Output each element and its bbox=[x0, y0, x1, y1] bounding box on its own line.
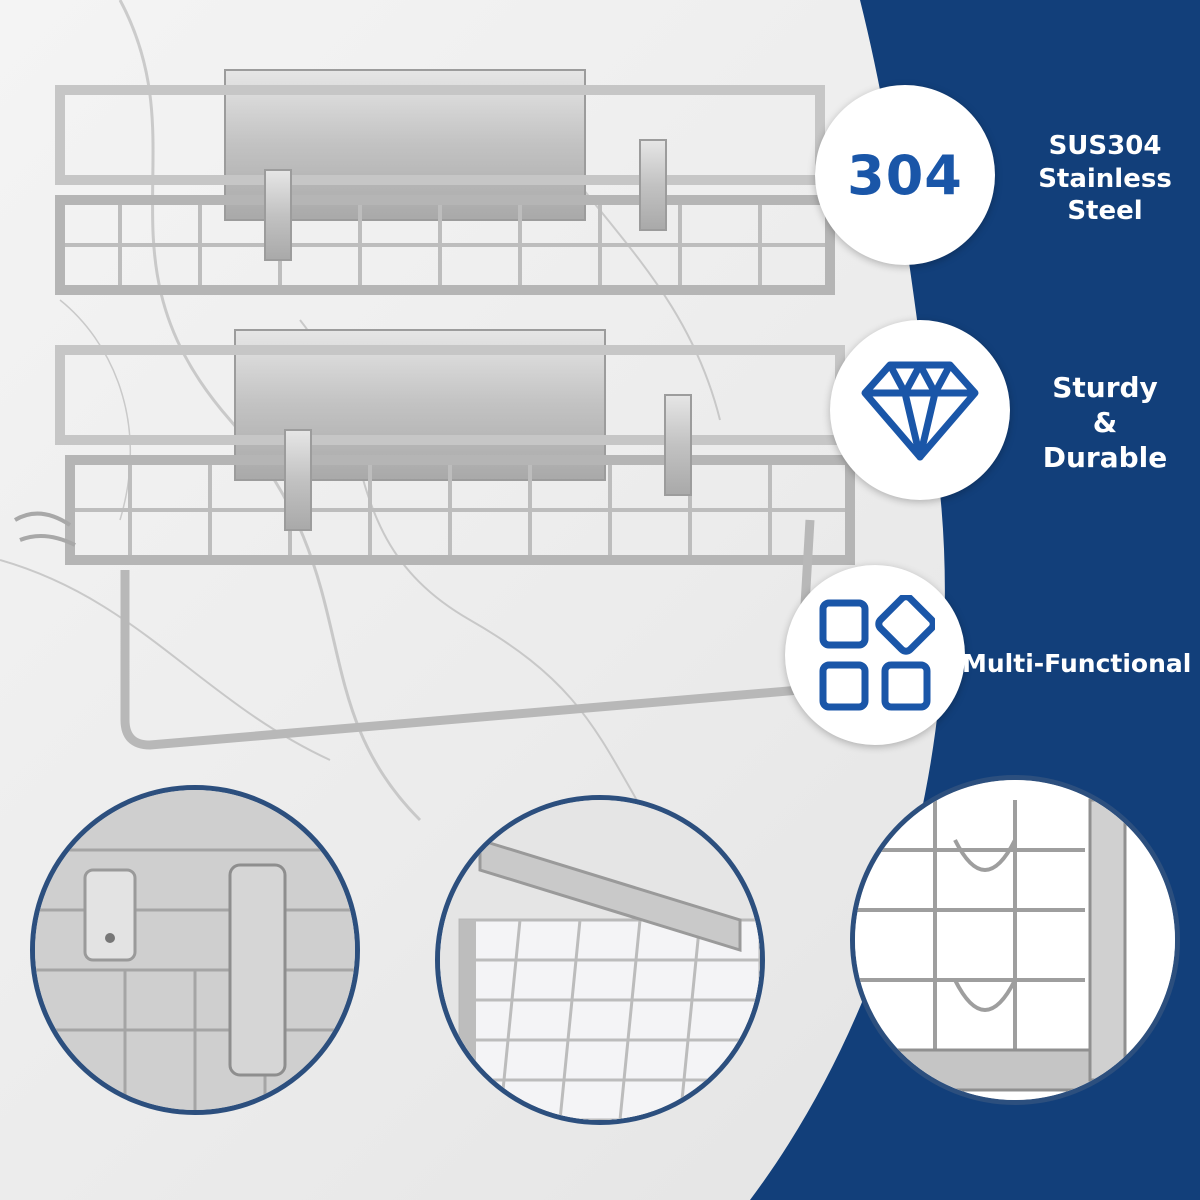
sturdy-label-line1: Sturdy bbox=[1052, 371, 1158, 404]
top-shelf bbox=[55, 69, 835, 295]
steel-grade-number: 304 bbox=[847, 143, 963, 207]
side-hooks bbox=[13, 511, 76, 547]
detail-grid-closeup bbox=[435, 795, 765, 1125]
multi-functional-label: Multi-Functional bbox=[962, 648, 1192, 679]
sturdy-label-line2: & bbox=[1092, 406, 1118, 439]
multi-functional-text: Multi-Functional bbox=[962, 649, 1192, 678]
detail-rack-closeup bbox=[850, 775, 1180, 1105]
towel-bar bbox=[120, 519, 815, 750]
sturdy-badge bbox=[830, 320, 1010, 500]
steel-label-line2: Stainless bbox=[1038, 163, 1172, 194]
sturdy-label: Sturdy & Durable bbox=[1025, 370, 1185, 475]
sturdy-label-line3: Durable bbox=[1042, 441, 1168, 474]
bottom-shelf bbox=[13, 329, 855, 750]
steel-label: SUS304 Stainless Steel bbox=[1020, 130, 1190, 228]
steel-label-line1: SUS304 bbox=[1048, 131, 1162, 161]
steel-grade-badge: 304 bbox=[815, 85, 995, 265]
steel-label-line3: Steel bbox=[1067, 196, 1143, 226]
detail-hook-closeup bbox=[30, 785, 360, 1115]
multi-functional-badge bbox=[785, 565, 965, 745]
grid-squares-icon bbox=[819, 595, 935, 711]
diamond-icon bbox=[861, 361, 979, 461]
